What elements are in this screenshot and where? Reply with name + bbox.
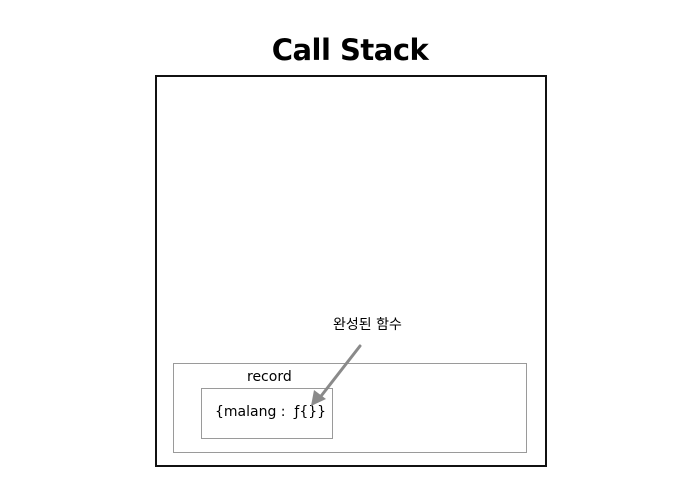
record-label: record xyxy=(247,369,292,385)
record-entry-text: {malang : ƒ{}} xyxy=(215,404,327,420)
annotation-label: 완성된 함수 xyxy=(333,317,402,333)
record-entry-box xyxy=(201,388,333,439)
call-stack-frame xyxy=(155,75,547,467)
diagram-title: Call Stack xyxy=(271,33,429,67)
